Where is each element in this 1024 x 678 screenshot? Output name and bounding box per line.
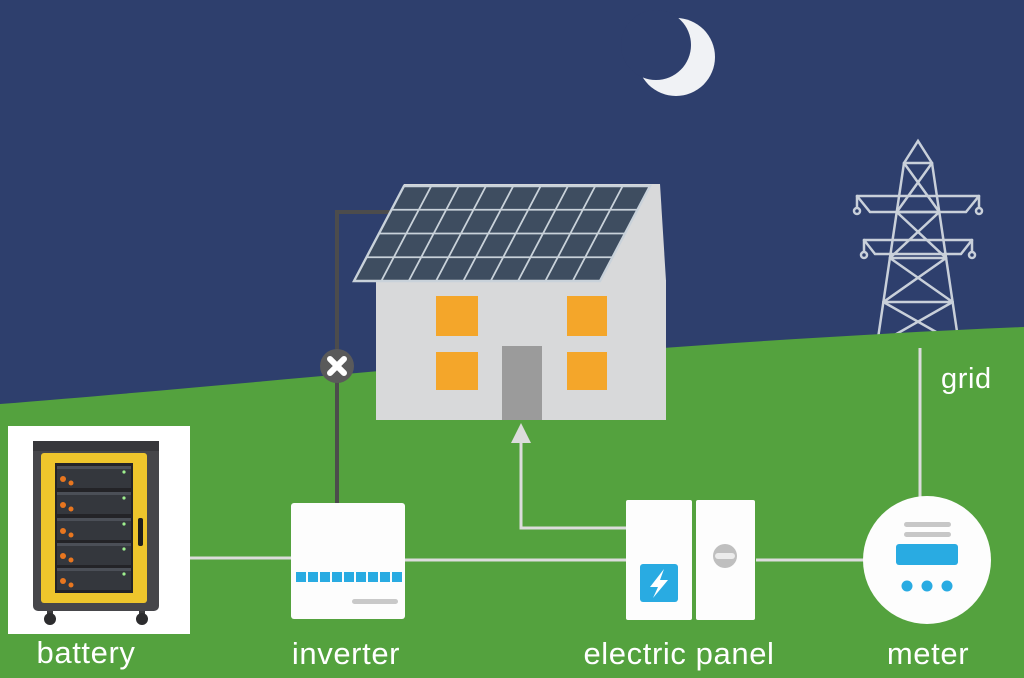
grid-label: grid xyxy=(941,363,992,395)
inverter-label: inverter xyxy=(291,636,401,671)
meter-dot xyxy=(901,580,913,592)
x-icon xyxy=(320,349,354,383)
meter-dot xyxy=(941,580,953,592)
battery-cabinet xyxy=(33,441,159,625)
meter-display xyxy=(896,544,958,565)
door xyxy=(502,346,542,420)
electric-panel-label: electric panel xyxy=(583,636,775,671)
meter-text-line xyxy=(904,532,951,537)
meter-icon xyxy=(863,496,991,624)
line-solar-to-inverter xyxy=(335,210,398,503)
panel-knob xyxy=(713,544,737,568)
door-handle xyxy=(138,518,143,546)
meter-text-line xyxy=(904,522,951,527)
lightning-icon xyxy=(650,569,668,598)
inverter-led-strip xyxy=(296,572,402,582)
inverter-vent-slot xyxy=(352,599,398,604)
up-arrow-icon xyxy=(511,423,626,530)
caster-wheel xyxy=(44,613,56,625)
battery-modules xyxy=(57,466,131,590)
grass-hill xyxy=(0,327,1024,678)
moon-icon xyxy=(621,10,715,96)
house xyxy=(354,184,666,420)
window xyxy=(436,352,478,390)
transmission-tower-icon xyxy=(852,138,984,347)
meter-dot xyxy=(921,580,933,592)
battery-photo xyxy=(8,426,190,634)
electric-panel-icon xyxy=(626,500,755,620)
meter-label: meter xyxy=(886,636,970,671)
window xyxy=(436,296,478,336)
window xyxy=(567,296,607,336)
battery-cables xyxy=(60,476,74,588)
solar-panel-icon xyxy=(354,186,650,281)
battery-label: battery xyxy=(36,635,136,670)
window xyxy=(567,352,607,390)
inverter-icon xyxy=(291,503,405,619)
caster-wheel xyxy=(136,613,148,625)
